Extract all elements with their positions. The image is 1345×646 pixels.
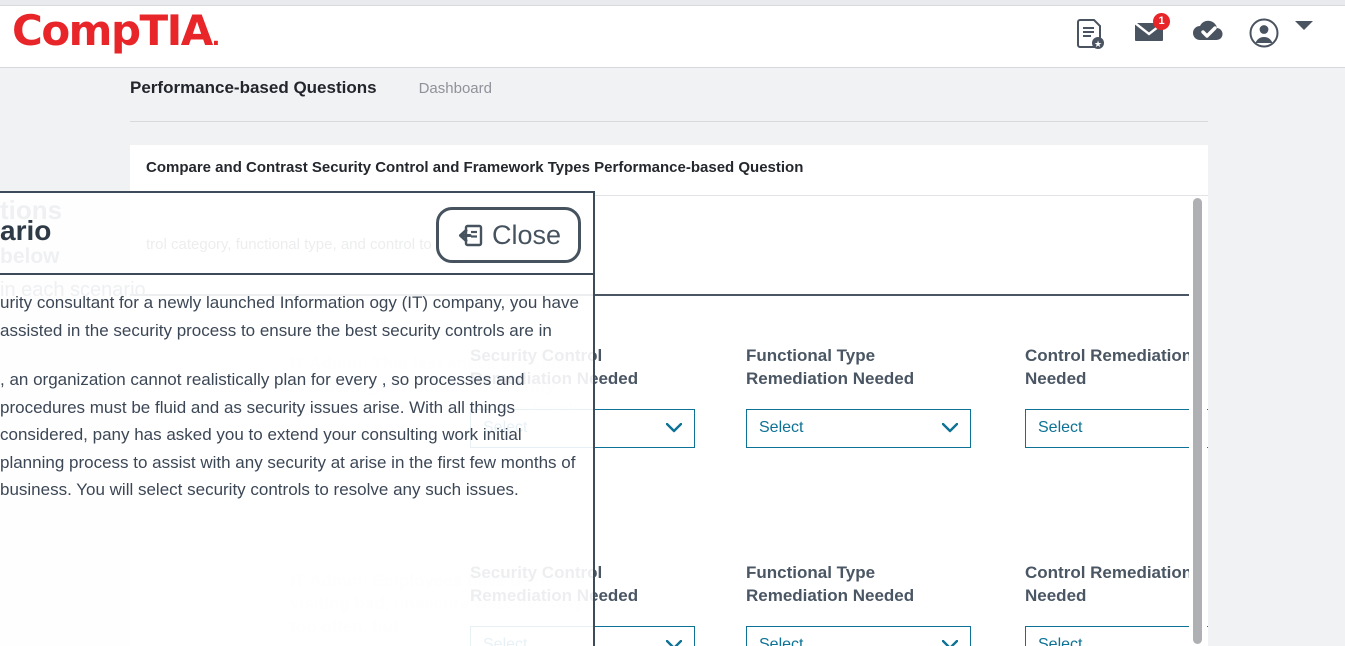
- select-control-2[interactable]: Select: [1025, 625, 1208, 646]
- select-functional-type-1[interactable]: Select: [746, 408, 971, 448]
- chevron-down-icon[interactable]: [1293, 18, 1325, 52]
- overlay-title: ario: [0, 215, 52, 246]
- logo-registered-dot: .: [211, 26, 220, 51]
- return-back-icon: [458, 224, 483, 246]
- app-header: CompTIA. ★ 1: [0, 6, 1345, 68]
- chevron-down-icon: [942, 640, 958, 646]
- cloud-check-icon[interactable]: [1191, 18, 1223, 52]
- select-control-1[interactable]: Select: [1025, 408, 1208, 448]
- comptia-logo[interactable]: CompTIA.: [12, 10, 220, 52]
- column-header-control: Control Remediation Needed: [1025, 563, 1193, 605]
- svg-text:★: ★: [1094, 40, 1102, 50]
- select-value: Select: [759, 636, 804, 646]
- logo-text: CompTIA: [12, 6, 213, 55]
- overlay-header: ario Close: [0, 193, 593, 275]
- column-header-control: Control Remediation Needed: [1025, 346, 1193, 388]
- column-control-1: Control Remediation Needed Select: [1025, 345, 1208, 448]
- column-functional-type-2: Functional Type Remediation Needed Selec…: [746, 562, 971, 646]
- close-button-label: Close: [491, 219, 562, 250]
- document-star-icon[interactable]: ★: [1075, 18, 1107, 52]
- close-button[interactable]: Close: [436, 207, 581, 263]
- column-functional-type-1: Functional Type Remediation Needed Selec…: [746, 345, 971, 448]
- header-icon-group: ★ 1: [1075, 13, 1325, 52]
- card-divider: [130, 195, 1208, 196]
- question-card-title: Compare and Contrast Security Control an…: [146, 159, 804, 176]
- column-control-2: Control Remediation Needed Select: [1025, 562, 1208, 646]
- select-functional-type-2[interactable]: Select: [746, 625, 971, 646]
- overlay-paragraph-2: , an organization cannot realistically p…: [0, 370, 576, 500]
- envelope-icon[interactable]: 1: [1133, 13, 1170, 52]
- user-avatar-icon[interactable]: [1249, 18, 1281, 52]
- nav-link-dashboard[interactable]: Dashboard: [418, 80, 492, 97]
- overlay-body: urity consultant for a newly launched In…: [0, 289, 580, 526]
- chevron-down-icon: [666, 640, 682, 646]
- envelope-badge-count: 1: [1153, 13, 1170, 30]
- vertical-scrollbar-track[interactable]: [1189, 196, 1207, 646]
- browser-top-strip: [0, 0, 1345, 6]
- chevron-down-icon: [942, 423, 958, 433]
- chevron-down-icon: [666, 423, 682, 433]
- section-nav: Performance-based Questions Dashboard: [130, 78, 1208, 122]
- scenario-overlay-panel: tions below in each scenario. ario Close…: [0, 191, 595, 646]
- column-header-functional-type: Functional Type Remediation Needed: [746, 346, 915, 388]
- vertical-scrollbar[interactable]: [1193, 198, 1202, 644]
- select-value: Select: [1038, 419, 1083, 437]
- overlay-paragraph-1: urity consultant for a newly launched In…: [0, 293, 579, 340]
- column-header-functional-type: Functional Type Remediation Needed: [746, 563, 915, 605]
- overlay-divider: [0, 273, 593, 275]
- select-value: Select: [1038, 636, 1083, 646]
- page-title: Performance-based Questions: [130, 78, 377, 97]
- select-value: Select: [759, 419, 804, 437]
